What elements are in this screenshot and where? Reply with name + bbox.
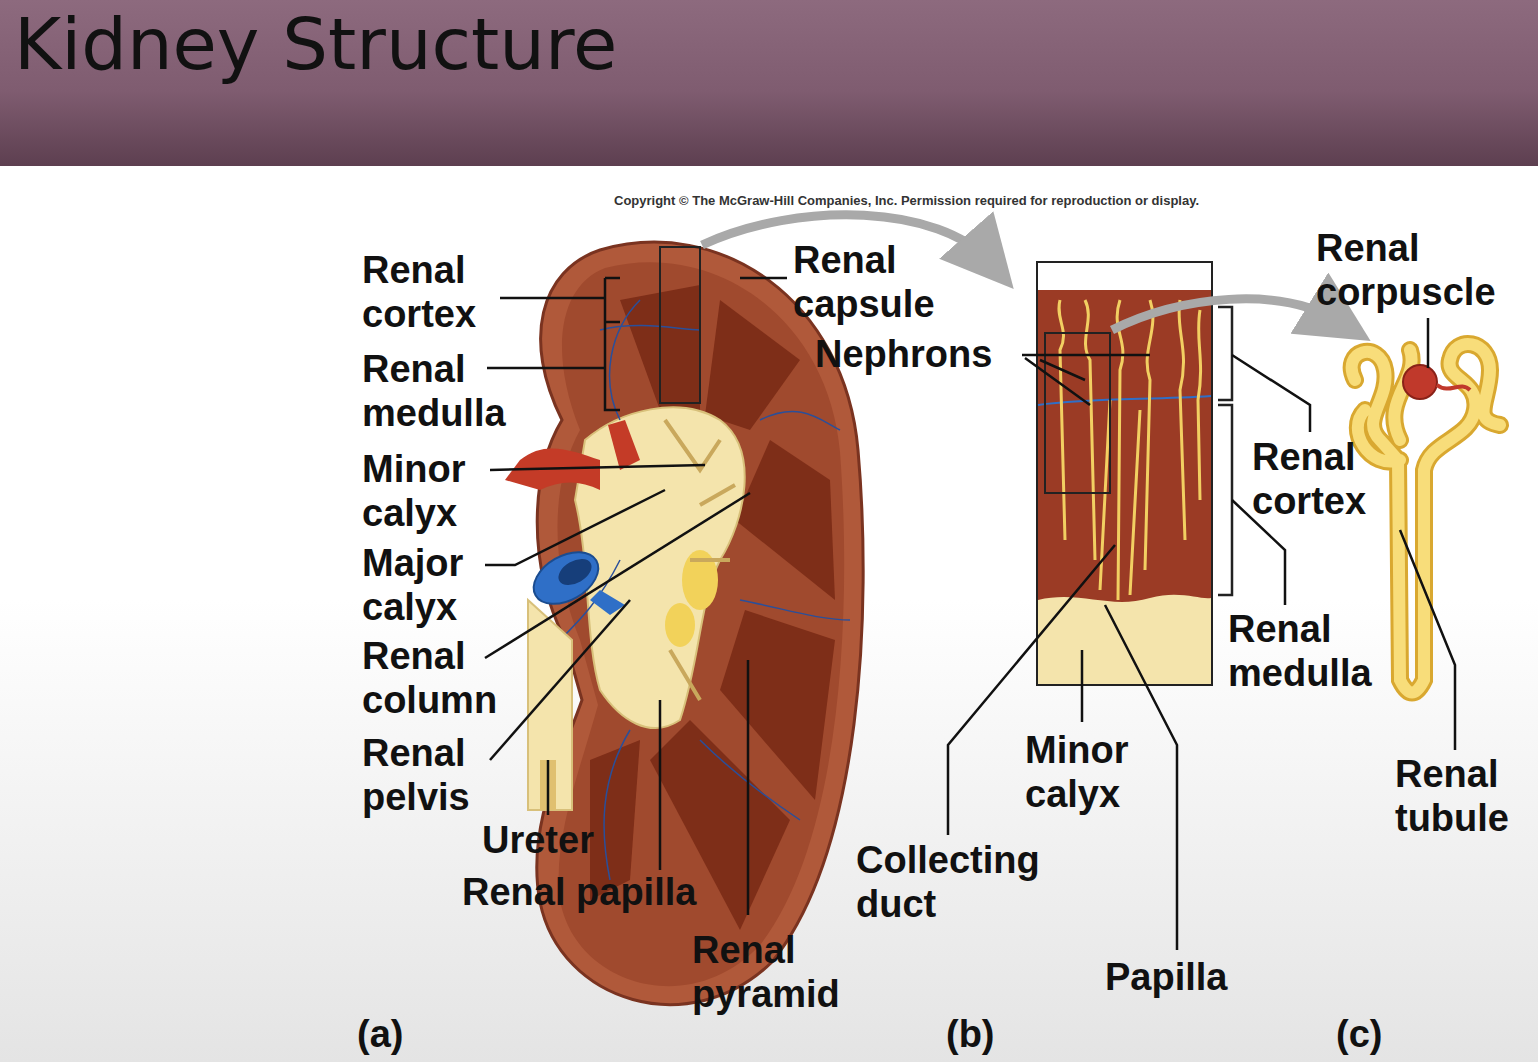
- panel-letter: (c): [1336, 1012, 1382, 1056]
- leader-line: [747, 660, 750, 915]
- panel-letter: (b): [946, 1012, 995, 1056]
- part-label: Collecting duct: [856, 838, 1086, 926]
- zoom-box: [660, 247, 700, 403]
- part-label: Minor calyx: [362, 447, 512, 535]
- part-label: Renal capsule: [793, 238, 983, 326]
- vein-lumen: [554, 553, 596, 590]
- section-c: [1352, 344, 1500, 693]
- arteriole: [1437, 385, 1470, 390]
- part-label: Nephrons: [815, 332, 992, 376]
- part-label: Renal column: [362, 634, 522, 722]
- panel-letter: (a): [357, 1012, 403, 1056]
- part-label: Renal papilla: [462, 870, 696, 914]
- leader-line: [659, 700, 662, 870]
- leader-line: [1400, 530, 1455, 750]
- leader-line: [547, 760, 550, 815]
- pyramid: [705, 300, 800, 430]
- leader-line: [1022, 355, 1150, 405]
- leader-lines: [485, 278, 1455, 950]
- ureter-shape: [528, 600, 572, 810]
- part-label: Renal pelvis: [362, 731, 512, 819]
- part-label: Papilla: [1105, 955, 1228, 999]
- leader-line: [1081, 650, 1084, 722]
- zoom-arrow: [1112, 299, 1340, 330]
- fat: [665, 603, 695, 647]
- leader-line: [490, 600, 630, 760]
- leader-line: [485, 490, 665, 565]
- renal-corpuscle-shape: [1403, 365, 1437, 399]
- leader-line: [487, 367, 605, 370]
- calyx-outline: [665, 420, 735, 700]
- part-label: Renal medulla: [1228, 607, 1403, 695]
- section-b: [1037, 262, 1232, 685]
- part-label: Renal cortex: [1252, 435, 1412, 523]
- nephron-tubules: [1059, 300, 1201, 600]
- part-label: Renal medulla: [362, 347, 537, 435]
- part-label: Renal cortex: [362, 248, 532, 336]
- tissue-block: [1038, 290, 1211, 610]
- bracket: [1218, 307, 1232, 595]
- bracket: [500, 278, 620, 410]
- nephron-tube: [1352, 344, 1500, 693]
- renal-sinus: [575, 407, 745, 728]
- leader-line: [490, 465, 705, 470]
- leader-line: [1427, 318, 1430, 368]
- leader-line: [1232, 355, 1310, 432]
- part-label: Renal corpuscle: [1316, 226, 1536, 314]
- part-label: Minor calyx: [1025, 728, 1155, 816]
- copyright-note: Copyright © The McGraw-Hill Companies, I…: [614, 193, 1199, 209]
- slide-title: Kidney Structure: [14, 2, 617, 86]
- zoom-box: [1045, 333, 1110, 493]
- part-label: Ureter: [482, 818, 594, 862]
- calyx-area: [1038, 595, 1211, 684]
- zoom-arrows: [702, 215, 1340, 330]
- pyramid: [735, 440, 835, 600]
- part-label: Major calyx: [362, 541, 512, 629]
- artery-branch: [608, 420, 640, 470]
- vessels: [560, 300, 850, 880]
- arcuate-vessel: [1038, 396, 1211, 405]
- part-label: Renal tubule: [1395, 752, 1535, 840]
- leader-line: [485, 493, 750, 658]
- leader-line: [740, 277, 787, 280]
- part-label: Renal pyramid: [692, 928, 872, 1016]
